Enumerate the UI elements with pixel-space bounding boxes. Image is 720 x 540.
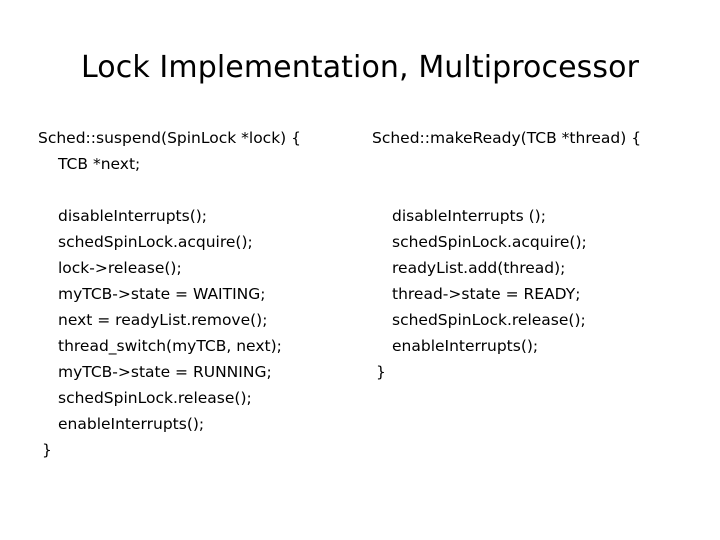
- code-line: disableInterrupts();: [58, 207, 208, 225]
- code-line: schedSpinLock.release();: [58, 389, 252, 407]
- code-line: schedSpinLock.release();: [392, 311, 586, 329]
- code-line: Sched::suspend(SpinLock *lock) {: [38, 129, 302, 147]
- code-line: thread_switch(myTCB, next);: [58, 337, 282, 355]
- code-line: }: [376, 363, 386, 381]
- code-line: schedSpinLock.acquire();: [58, 233, 253, 251]
- code-line: enableInterrupts();: [392, 337, 539, 355]
- code-line: }: [42, 441, 52, 459]
- code-line: enableInterrupts();: [58, 415, 205, 433]
- page-title: Lock Implementation, Multiprocessor: [80, 50, 640, 85]
- code-line: TCB *next;: [58, 155, 141, 173]
- code-line: Sched::makeReady(TCB *thread) {: [372, 129, 642, 147]
- code-line: lock->release();: [58, 259, 182, 277]
- code-line: myTCB->state = WAITING;: [58, 285, 266, 303]
- code-line: schedSpinLock.acquire();: [392, 233, 587, 251]
- code-line: thread->state = READY;: [392, 285, 581, 303]
- code-block-sched-suspend: Sched::suspend(SpinLock *lock) {TCB *nex…: [38, 125, 368, 463]
- code-line: readyList.add(thread);: [392, 259, 566, 277]
- code-line: disableInterrupts ();: [392, 207, 546, 225]
- code-block-sched-makeready: Sched::makeReady(TCB *thread) { disableI…: [372, 125, 702, 385]
- code-line: next = readyList.remove();: [58, 311, 268, 329]
- code-line: myTCB->state = RUNNING;: [58, 363, 272, 381]
